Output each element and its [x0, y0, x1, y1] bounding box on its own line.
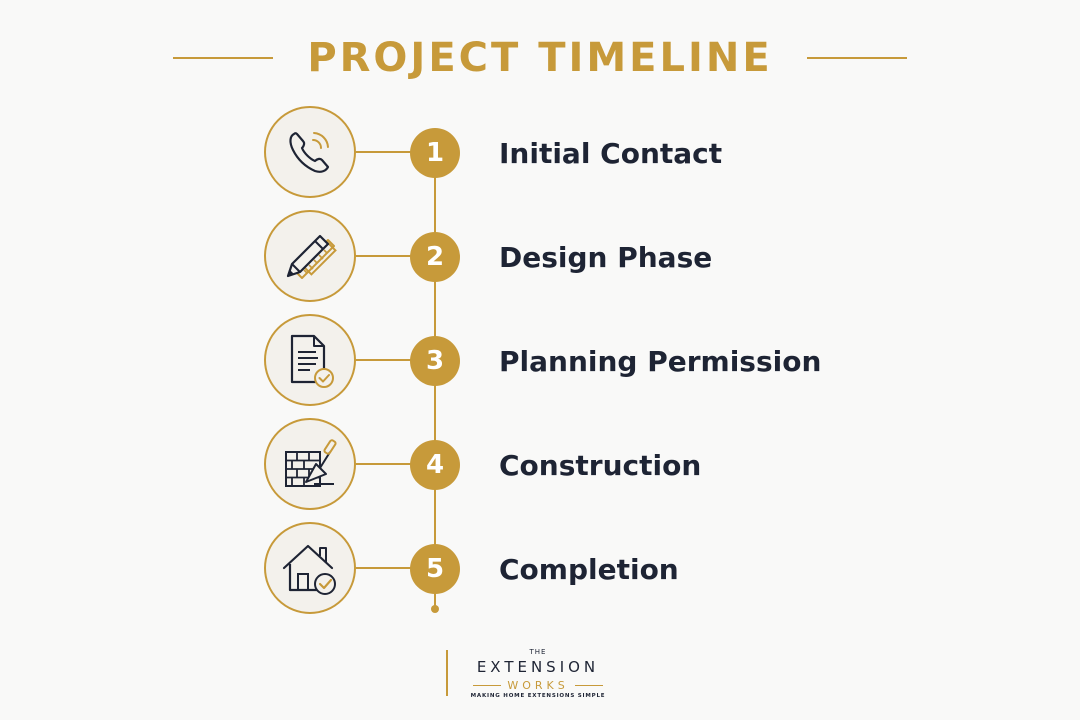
page-title: PROJECT TIMELINE	[307, 35, 773, 81]
step-connector	[356, 255, 412, 257]
timeline-step-4: 4 Construction	[0, 418, 1080, 514]
step-number-badge: 1	[410, 128, 460, 178]
timeline-step-1: 1 Initial Contact	[0, 106, 1080, 202]
step-label: Design Phase	[499, 241, 713, 274]
step-connector	[356, 463, 412, 465]
step-icon-circle	[264, 106, 356, 198]
logo-sub-rule-left	[473, 684, 502, 686]
step-connector	[356, 359, 412, 361]
logo-tagline: MAKING HOME EXTENSIONS SIMPLE	[470, 693, 606, 699]
step-number-badge: 2	[410, 232, 460, 282]
step-icon-circle	[264, 314, 356, 406]
logo-sub-rule-right	[574, 684, 603, 686]
step-number-badge: 5	[410, 544, 460, 594]
logo-the: THE	[529, 648, 547, 656]
step-number-badge: 3	[410, 336, 460, 386]
step-icon-circle	[264, 210, 356, 302]
step-label: Initial Contact	[499, 137, 723, 170]
step-label: Completion	[499, 553, 679, 586]
document-check-icon	[290, 334, 334, 388]
brand-logo: THE EXTENSION WORKS MAKING HOME EXTENSIO…	[446, 648, 626, 704]
pencil-ruler-icon	[286, 234, 337, 279]
phone-icon	[289, 132, 330, 173]
step-number-badge: 4	[410, 440, 460, 490]
logo-main-text: EXTENSION	[476, 658, 600, 676]
title-row: PROJECT TIMELINE	[0, 30, 1080, 86]
step-icon-circle	[264, 418, 356, 510]
timeline-step-5: 5 Completion	[0, 522, 1080, 618]
step-connector	[356, 567, 412, 569]
step-label: Construction	[499, 449, 702, 482]
title-rule-left	[173, 57, 274, 59]
step-connector	[356, 151, 412, 153]
house-check-icon	[282, 544, 336, 595]
brick-trowel-icon	[285, 439, 337, 487]
step-icon-circle	[264, 522, 356, 614]
timeline-step-3: 3 Planning Permission	[0, 314, 1080, 410]
title-rule-right	[806, 57, 907, 59]
logo-sub-text: WORKS	[507, 678, 569, 692]
timeline-end-dot	[431, 605, 439, 613]
logo-sub-row: WORKS	[458, 678, 618, 692]
timeline-step-2: 2 Design Phase	[0, 210, 1080, 306]
logo-bar	[446, 650, 448, 696]
step-label: Planning Permission	[499, 345, 822, 378]
